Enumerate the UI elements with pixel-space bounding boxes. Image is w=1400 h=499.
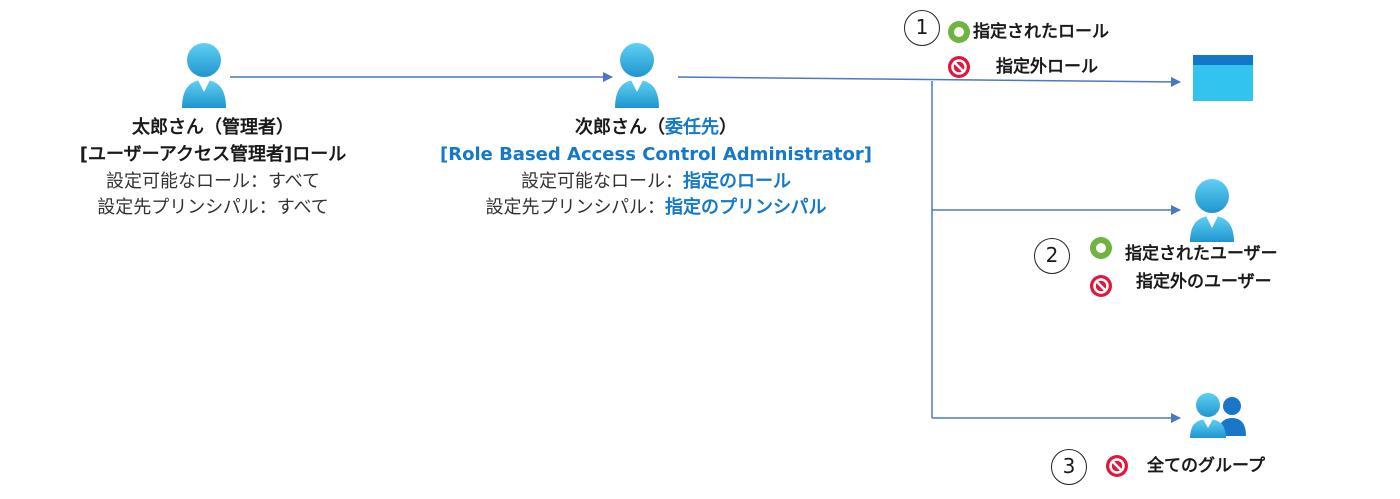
taro-name: 太郎さん（管理者） bbox=[132, 117, 294, 138]
step-number-2: 2 bbox=[1034, 238, 1070, 274]
taro-assignable-principals: 設定先プリンシパル：すべて bbox=[97, 197, 329, 218]
roles-denied-label: 指定外ロール bbox=[996, 57, 1098, 77]
user-icon-jiro bbox=[615, 43, 659, 108]
jiro-name-highlight: 委任先 bbox=[665, 117, 719, 138]
user-icon-target bbox=[1190, 179, 1234, 242]
connector-lines bbox=[230, 72, 1181, 423]
jiro-name-prefix: 次郎さん（ bbox=[575, 117, 665, 138]
users-allowed-label: 指定されたユーザー bbox=[1125, 244, 1278, 264]
allowed-icon bbox=[1090, 237, 1112, 259]
group-icon bbox=[1190, 393, 1246, 438]
roles-allowed-label: 指定されたロール bbox=[973, 22, 1109, 42]
jiro-assignable-principals: 設定先プリンシパル：指定のプリンシパル bbox=[486, 196, 827, 220]
jiro-name-suffix: ） bbox=[719, 117, 737, 138]
jiro-name: 次郎さん（委任先） bbox=[575, 116, 737, 140]
denied-icon bbox=[1106, 455, 1128, 477]
jiro-assignable-principals-label: 設定先プリンシパル： bbox=[485, 197, 665, 218]
jiro-role: [Role Based Access Control Administrator… bbox=[439, 144, 873, 165]
taro-role: [ユーザーアクセス管理者]ロール bbox=[79, 144, 347, 165]
role-window-icon bbox=[1193, 55, 1253, 101]
denied-icon bbox=[948, 56, 970, 78]
users-denied-label: 指定外のユーザー bbox=[1136, 272, 1272, 292]
arrow-jiro-to-roles bbox=[677, 76, 1181, 87]
jiro-assignable-roles-label: 設定可能なロール： bbox=[521, 171, 683, 192]
groups-denied-label: 全てのグループ bbox=[1147, 456, 1265, 476]
jiro-assignable-principals-value: 指定のプリンシパル bbox=[665, 197, 827, 218]
step-number-3: 3 bbox=[1051, 449, 1087, 485]
user-icon-taro bbox=[182, 43, 226, 108]
jiro-assignable-roles: 設定可能なロール：指定のロール bbox=[521, 170, 791, 194]
allowed-icon bbox=[948, 21, 970, 43]
jiro-assignable-roles-value: 指定のロール bbox=[683, 171, 791, 192]
denied-icon bbox=[1090, 275, 1112, 297]
step-number-1: 1 bbox=[904, 10, 940, 46]
taro-assignable-roles: 設定可能なロール：すべて bbox=[105, 171, 321, 192]
